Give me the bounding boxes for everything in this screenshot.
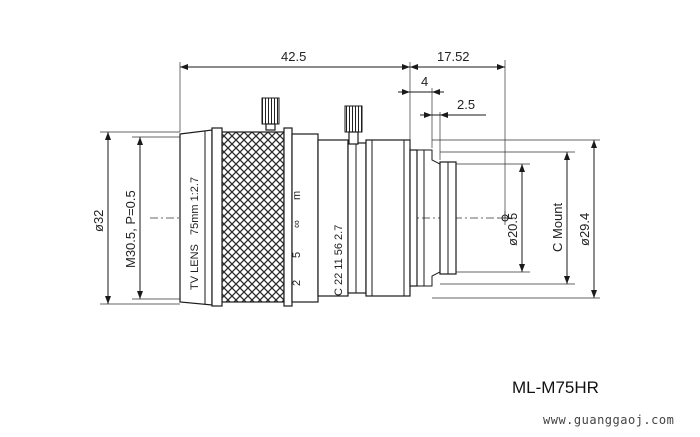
dim-overall-length: 42.5 (281, 49, 306, 64)
dim-flange-4: 4 (421, 74, 428, 89)
focus-scale-inf: ∞ (291, 220, 303, 228)
model-label: ML-M75HR (512, 378, 599, 397)
iris-lock-knob (344, 105, 363, 133)
rear-barrel (365, 139, 411, 297)
focus-scale-unit: m (291, 191, 303, 200)
dim-rear-length: 17.52 (437, 49, 470, 64)
dim-inner-diameter: ø20.5 (505, 213, 520, 246)
focus-scale-5: 5 (291, 252, 303, 258)
dim-filter-thread: M30.5, P=0.5 (123, 190, 138, 268)
c-mount-thread (409, 149, 418, 287)
focus-lock-knob (261, 97, 280, 125)
dim-mount-diameter: ø29.4 (577, 213, 592, 246)
dim-flange-2-5: 2.5 (457, 97, 475, 112)
lens-type-label: TV LENS (189, 244, 201, 290)
watermark: www.guanggaoj.com (543, 413, 675, 427)
dim-front-diameter: ø32 (91, 210, 106, 232)
focus-ring (221, 131, 285, 303)
dim-mount-type: C Mount (550, 202, 565, 252)
lens-spec-label: 75mm 1:2.7 (189, 177, 201, 235)
focus-scale-2: 2 (291, 280, 303, 286)
iris-scale-label: C 22 11 56 2.7 (333, 225, 345, 296)
